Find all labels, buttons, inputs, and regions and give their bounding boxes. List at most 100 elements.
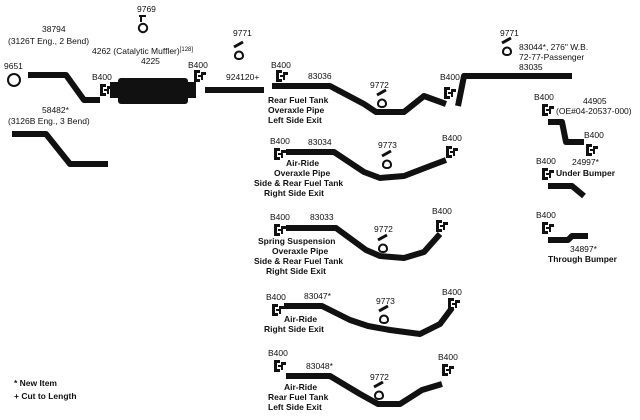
pipe-38794[interactable] bbox=[28, 72, 100, 103]
part-58482[interactable]: 58482* (3126B Eng., 3 Bend) bbox=[8, 105, 108, 167]
u-bolt-clamp-icon bbox=[444, 87, 456, 99]
part-83036[interactable]: 83036 Rear Fuel Tank Overaxle Pipe Left … bbox=[268, 71, 448, 125]
part-note-34897: Through Bumper bbox=[548, 254, 618, 264]
pipe-83048[interactable] bbox=[286, 373, 443, 407]
part-number-9772: 9772 bbox=[370, 372, 389, 382]
part-number-83048: 83048* bbox=[306, 361, 334, 371]
u-bolt-clamp-icon bbox=[274, 148, 286, 160]
clamp-label: B400 bbox=[438, 352, 458, 362]
part-4262[interactable]: 4262 (Catalytic Muffler)[128] 4225 bbox=[92, 46, 196, 104]
description-line: Right Side Exit bbox=[264, 324, 324, 334]
hanger-9773-a[interactable]: 9773 bbox=[378, 140, 397, 170]
pipe-83033[interactable] bbox=[286, 225, 443, 261]
pipe-hanger-icon bbox=[137, 15, 149, 34]
part-number-9773: 9773 bbox=[376, 296, 395, 306]
part-note-24997: Under Bumper bbox=[556, 168, 616, 178]
description-line: Overaxle Pipe bbox=[268, 105, 325, 115]
description-line: Side & Rear Fuel Tank bbox=[254, 178, 343, 188]
clamp-label: B400 bbox=[536, 210, 556, 220]
pipe-83034[interactable] bbox=[286, 149, 448, 181]
pipe-hanger-icon bbox=[375, 88, 388, 109]
pipe-hanger-icon bbox=[232, 40, 245, 61]
clamp-label: B400 bbox=[584, 130, 604, 140]
clamp-label: B400 bbox=[432, 206, 452, 216]
u-bolt-clamp-icon bbox=[276, 70, 288, 82]
hanger-9769[interactable]: 9769 bbox=[137, 4, 156, 34]
part-44905[interactable]: B400 44905 (OE#04-20537-000) B400 bbox=[534, 92, 632, 156]
u-bolt-clamp-icon bbox=[586, 144, 598, 156]
hanger-9771-a[interactable]: 9771 bbox=[232, 28, 252, 61]
part-number-83047: 83047* bbox=[304, 291, 332, 301]
part-number-9772: 9772 bbox=[370, 80, 389, 90]
part-number-4262: 4262 (Catalytic Muffler)[128] bbox=[92, 46, 193, 56]
u-bolt-clamp-icon bbox=[542, 222, 554, 234]
u-bolt-clamp-icon bbox=[446, 146, 458, 158]
clamp-label: B400 bbox=[188, 60, 208, 70]
pipe-58482[interactable] bbox=[12, 131, 108, 167]
part-note-83044: 72-77-Passenger bbox=[519, 52, 584, 62]
u-bolt-clamp-icon bbox=[542, 168, 554, 180]
u-bolt-clamp-icon bbox=[448, 298, 460, 310]
u-bolt-clamp-icon bbox=[194, 70, 206, 82]
hanger-9773-b[interactable]: 9773 bbox=[376, 296, 395, 325]
part-number-83034: 83034 bbox=[308, 137, 332, 147]
clamp-label: B400 bbox=[536, 156, 556, 166]
hanger-9772-a[interactable]: 9772 bbox=[370, 80, 389, 109]
part-83048[interactable]: B400 83048* Air-Ride Rear Fuel Tank Left… bbox=[268, 348, 458, 412]
part-34897[interactable]: B400 34897* Through Bumper bbox=[536, 210, 618, 264]
hanger-9771-b[interactable]: 9771 bbox=[500, 28, 519, 57]
part-number-83035: 83035 bbox=[519, 62, 543, 72]
part-number-83044: 83044*, 276" W.B. bbox=[519, 42, 588, 52]
clamp-label: B400 bbox=[534, 92, 554, 102]
part-83033[interactable]: B400 83033 Spring Suspension Overaxle Pi… bbox=[254, 206, 452, 276]
pipe-83047[interactable] bbox=[284, 303, 455, 337]
pipe-hanger-icon bbox=[380, 149, 393, 170]
clamp-label: B400 bbox=[270, 212, 290, 222]
part-number-9771: 9771 bbox=[500, 28, 519, 38]
u-bolt-clamp-icon bbox=[442, 364, 454, 376]
u-bolt-clamp-icon bbox=[274, 360, 286, 372]
part-number-38794: 38794 bbox=[42, 24, 66, 34]
pipe-hanger-icon bbox=[372, 380, 385, 401]
part-83047[interactable]: B400 83047* Air-Ride Right Side Exit B40… bbox=[264, 287, 462, 337]
legend-new-item: * New Item bbox=[14, 378, 57, 388]
description-line: Right Side Exit bbox=[266, 266, 326, 276]
clamp-label: B400 bbox=[271, 60, 291, 70]
hanger-9772-b[interactable]: 9772 bbox=[374, 224, 393, 254]
u-bolt-clamp-icon bbox=[274, 224, 286, 236]
part-number-83036: 83036 bbox=[308, 71, 332, 81]
clamp-label: B400 bbox=[442, 287, 462, 297]
pipe-44905[interactable] bbox=[548, 119, 584, 145]
clamp-label: B400 bbox=[92, 72, 112, 82]
description-line: Overaxle Pipe bbox=[272, 246, 329, 256]
description-line: Air-Ride bbox=[286, 158, 319, 168]
pipe-83036[interactable] bbox=[272, 83, 448, 115]
part-number-9772: 9772 bbox=[374, 224, 393, 234]
hanger-9772-c[interactable]: 9772 bbox=[370, 372, 389, 401]
u-bolt-clamp-icon bbox=[272, 304, 284, 316]
description-line: Left Side Exit bbox=[268, 115, 322, 125]
flange-9651[interactable]: 9651 bbox=[4, 61, 23, 87]
part-number-34897: 34897* bbox=[570, 244, 598, 254]
pipe-hanger-icon bbox=[500, 36, 513, 57]
u-bolt-clamp-icon bbox=[542, 104, 554, 116]
part-38794[interactable]: 38794 (3126T Eng., 2 Bend) bbox=[8, 24, 100, 103]
description-line: Side & Rear Fuel Tank bbox=[254, 256, 343, 266]
part-83034[interactable]: B400 83034 Air-Ride Overaxle Pipe Side &… bbox=[254, 133, 462, 198]
description-line: Air-Ride bbox=[284, 314, 317, 324]
part-number-9769: 9769 bbox=[137, 4, 156, 14]
part-83035[interactable]: 83044*, 276" W.B. 72-77-Passenger 83035 bbox=[455, 42, 588, 107]
part-number-24997: 24997* bbox=[572, 157, 600, 167]
part-number-4225: 4225 bbox=[141, 56, 160, 66]
clamp-label: B400 bbox=[440, 72, 460, 82]
description-line: Left Side Exit bbox=[268, 402, 322, 412]
pipe-24997[interactable] bbox=[548, 183, 586, 199]
pipe-83035[interactable] bbox=[455, 73, 572, 107]
part-24997[interactable]: B400 24997* Under Bumper bbox=[536, 156, 616, 199]
part-924120[interactable]: 924120+ bbox=[205, 72, 264, 93]
clamp-label: B400 bbox=[268, 348, 288, 358]
flange-gasket-icon bbox=[7, 73, 21, 87]
description-line: Rear Fuel Tank bbox=[268, 392, 329, 402]
pipe-34897[interactable] bbox=[548, 233, 588, 243]
pipe-hanger-icon bbox=[377, 304, 390, 325]
